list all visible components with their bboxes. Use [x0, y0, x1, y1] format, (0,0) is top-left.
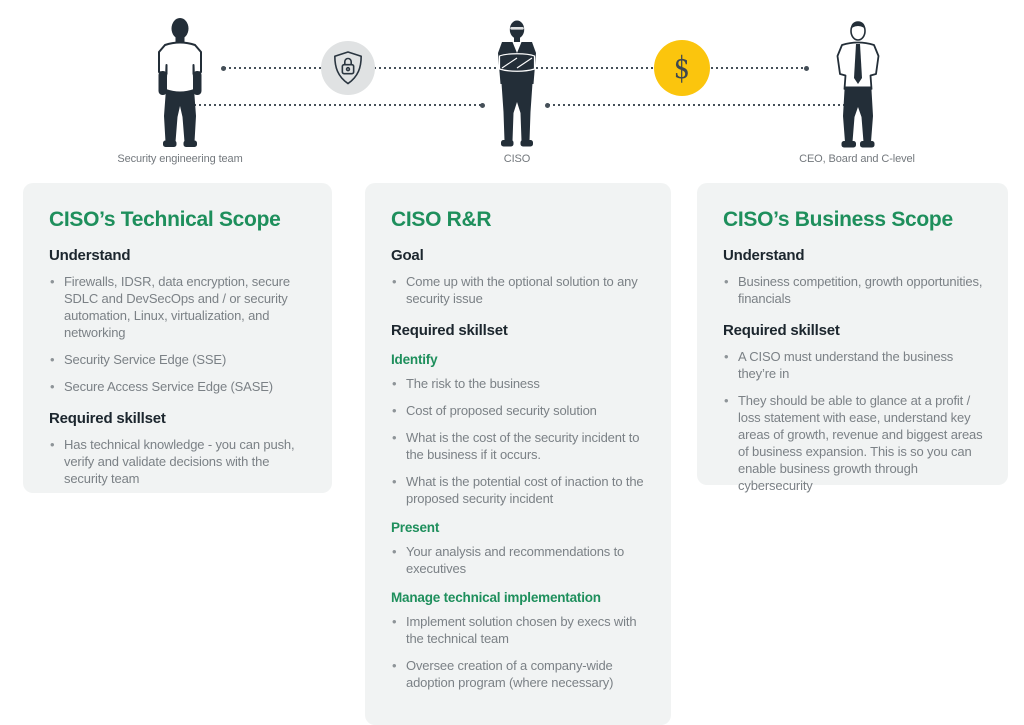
bullet-item: What is the cost of the security inciden… — [391, 429, 647, 463]
bullet-list: Firewalls, IDSR, data encryption, secure… — [49, 273, 308, 395]
line-endpoint-dot — [221, 65, 226, 71]
bullet-item: Oversee creation of a company-wide adopt… — [391, 657, 647, 691]
line-endpoint-dot — [480, 102, 485, 108]
security-team-label: Security engineering team — [117, 153, 243, 165]
bullet-list: The risk to the businessCost of proposed… — [391, 375, 647, 507]
section-heading: Present — [391, 520, 440, 535]
section-heading: Identify — [391, 352, 438, 367]
bullet-item: What is the potential cost of inaction t… — [391, 473, 647, 507]
bullet-item: Cost of proposed security solution — [391, 402, 647, 419]
ceo-figure — [836, 21, 880, 148]
ciso-figure — [498, 20, 536, 147]
card-title: CISO’s Technical Scope — [49, 208, 281, 231]
card-title: CISO’s Business Scope — [723, 208, 953, 231]
bullet-item: Come up with the optional solution to an… — [391, 273, 647, 307]
bullet-item: Implement solution chosen by execs with … — [391, 613, 647, 647]
line-endpoint-dot — [804, 65, 809, 71]
line-endpoint-dot — [545, 102, 550, 108]
bullet-list: Come up with the optional solution to an… — [391, 273, 647, 307]
bullet-item: A CISO must understand the business they… — [723, 348, 984, 382]
section-heading: Required skillset — [723, 322, 840, 339]
bullet-list: Business competition, growth opportuniti… — [723, 273, 984, 307]
card-technical-scope: CISO’s Technical ScopeUnderstandFirewall… — [23, 183, 332, 493]
bullet-item: They should be able to glance at a profi… — [723, 392, 984, 494]
connector-line-ciso-ceo-lower — [548, 104, 846, 106]
bullet-item: Your analysis and recommendations to exe… — [391, 543, 647, 577]
section-heading: Required skillset — [49, 410, 166, 427]
dollar-icon: $ — [654, 40, 710, 96]
ciso-label: CISO — [503, 153, 531, 165]
top-diagram: $ — [0, 0, 1024, 183]
ceo-label: CEO, Board and C-level — [799, 153, 915, 165]
dollar-symbol: $ — [673, 49, 691, 86]
section-heading: Required skillset — [391, 322, 508, 339]
infographic: $ — [0, 0, 1024, 701]
shield-lock-icon — [321, 41, 375, 95]
bullet-list: Implement solution chosen by execs with … — [391, 613, 647, 691]
bullet-list: A CISO must understand the business they… — [723, 348, 984, 494]
section-heading: Goal — [391, 247, 424, 264]
security-team-figure — [158, 18, 202, 147]
card-ciso-rr: CISO R&R GoalCome up with the optional so… — [365, 183, 671, 725]
bullet-list: Has technical knowledge - you can push, … — [49, 436, 308, 487]
bullet-item: Has technical knowledge - you can push, … — [49, 436, 308, 487]
section-heading: Understand — [723, 247, 805, 264]
section-heading: Understand — [49, 247, 131, 264]
section-heading: Manage technical implementation — [391, 590, 601, 605]
bullet-item: Business competition, growth opportuniti… — [723, 273, 984, 307]
bullet-list: Your analysis and recommendations to exe… — [391, 543, 647, 577]
bullet-item: Security Service Edge (SSE) — [49, 351, 308, 368]
card-business-scope: CISO’s Business ScopeUnderstandBusiness … — [697, 183, 1008, 493]
bullet-item: Secure Access Service Edge (SASE) — [49, 378, 308, 395]
connector-line-team-ciso-lower — [194, 104, 484, 106]
bullet-item: The risk to the business — [391, 375, 647, 392]
card-title: CISO R&R — [391, 208, 492, 231]
bullet-item: Firewalls, IDSR, data encryption, secure… — [49, 273, 308, 341]
